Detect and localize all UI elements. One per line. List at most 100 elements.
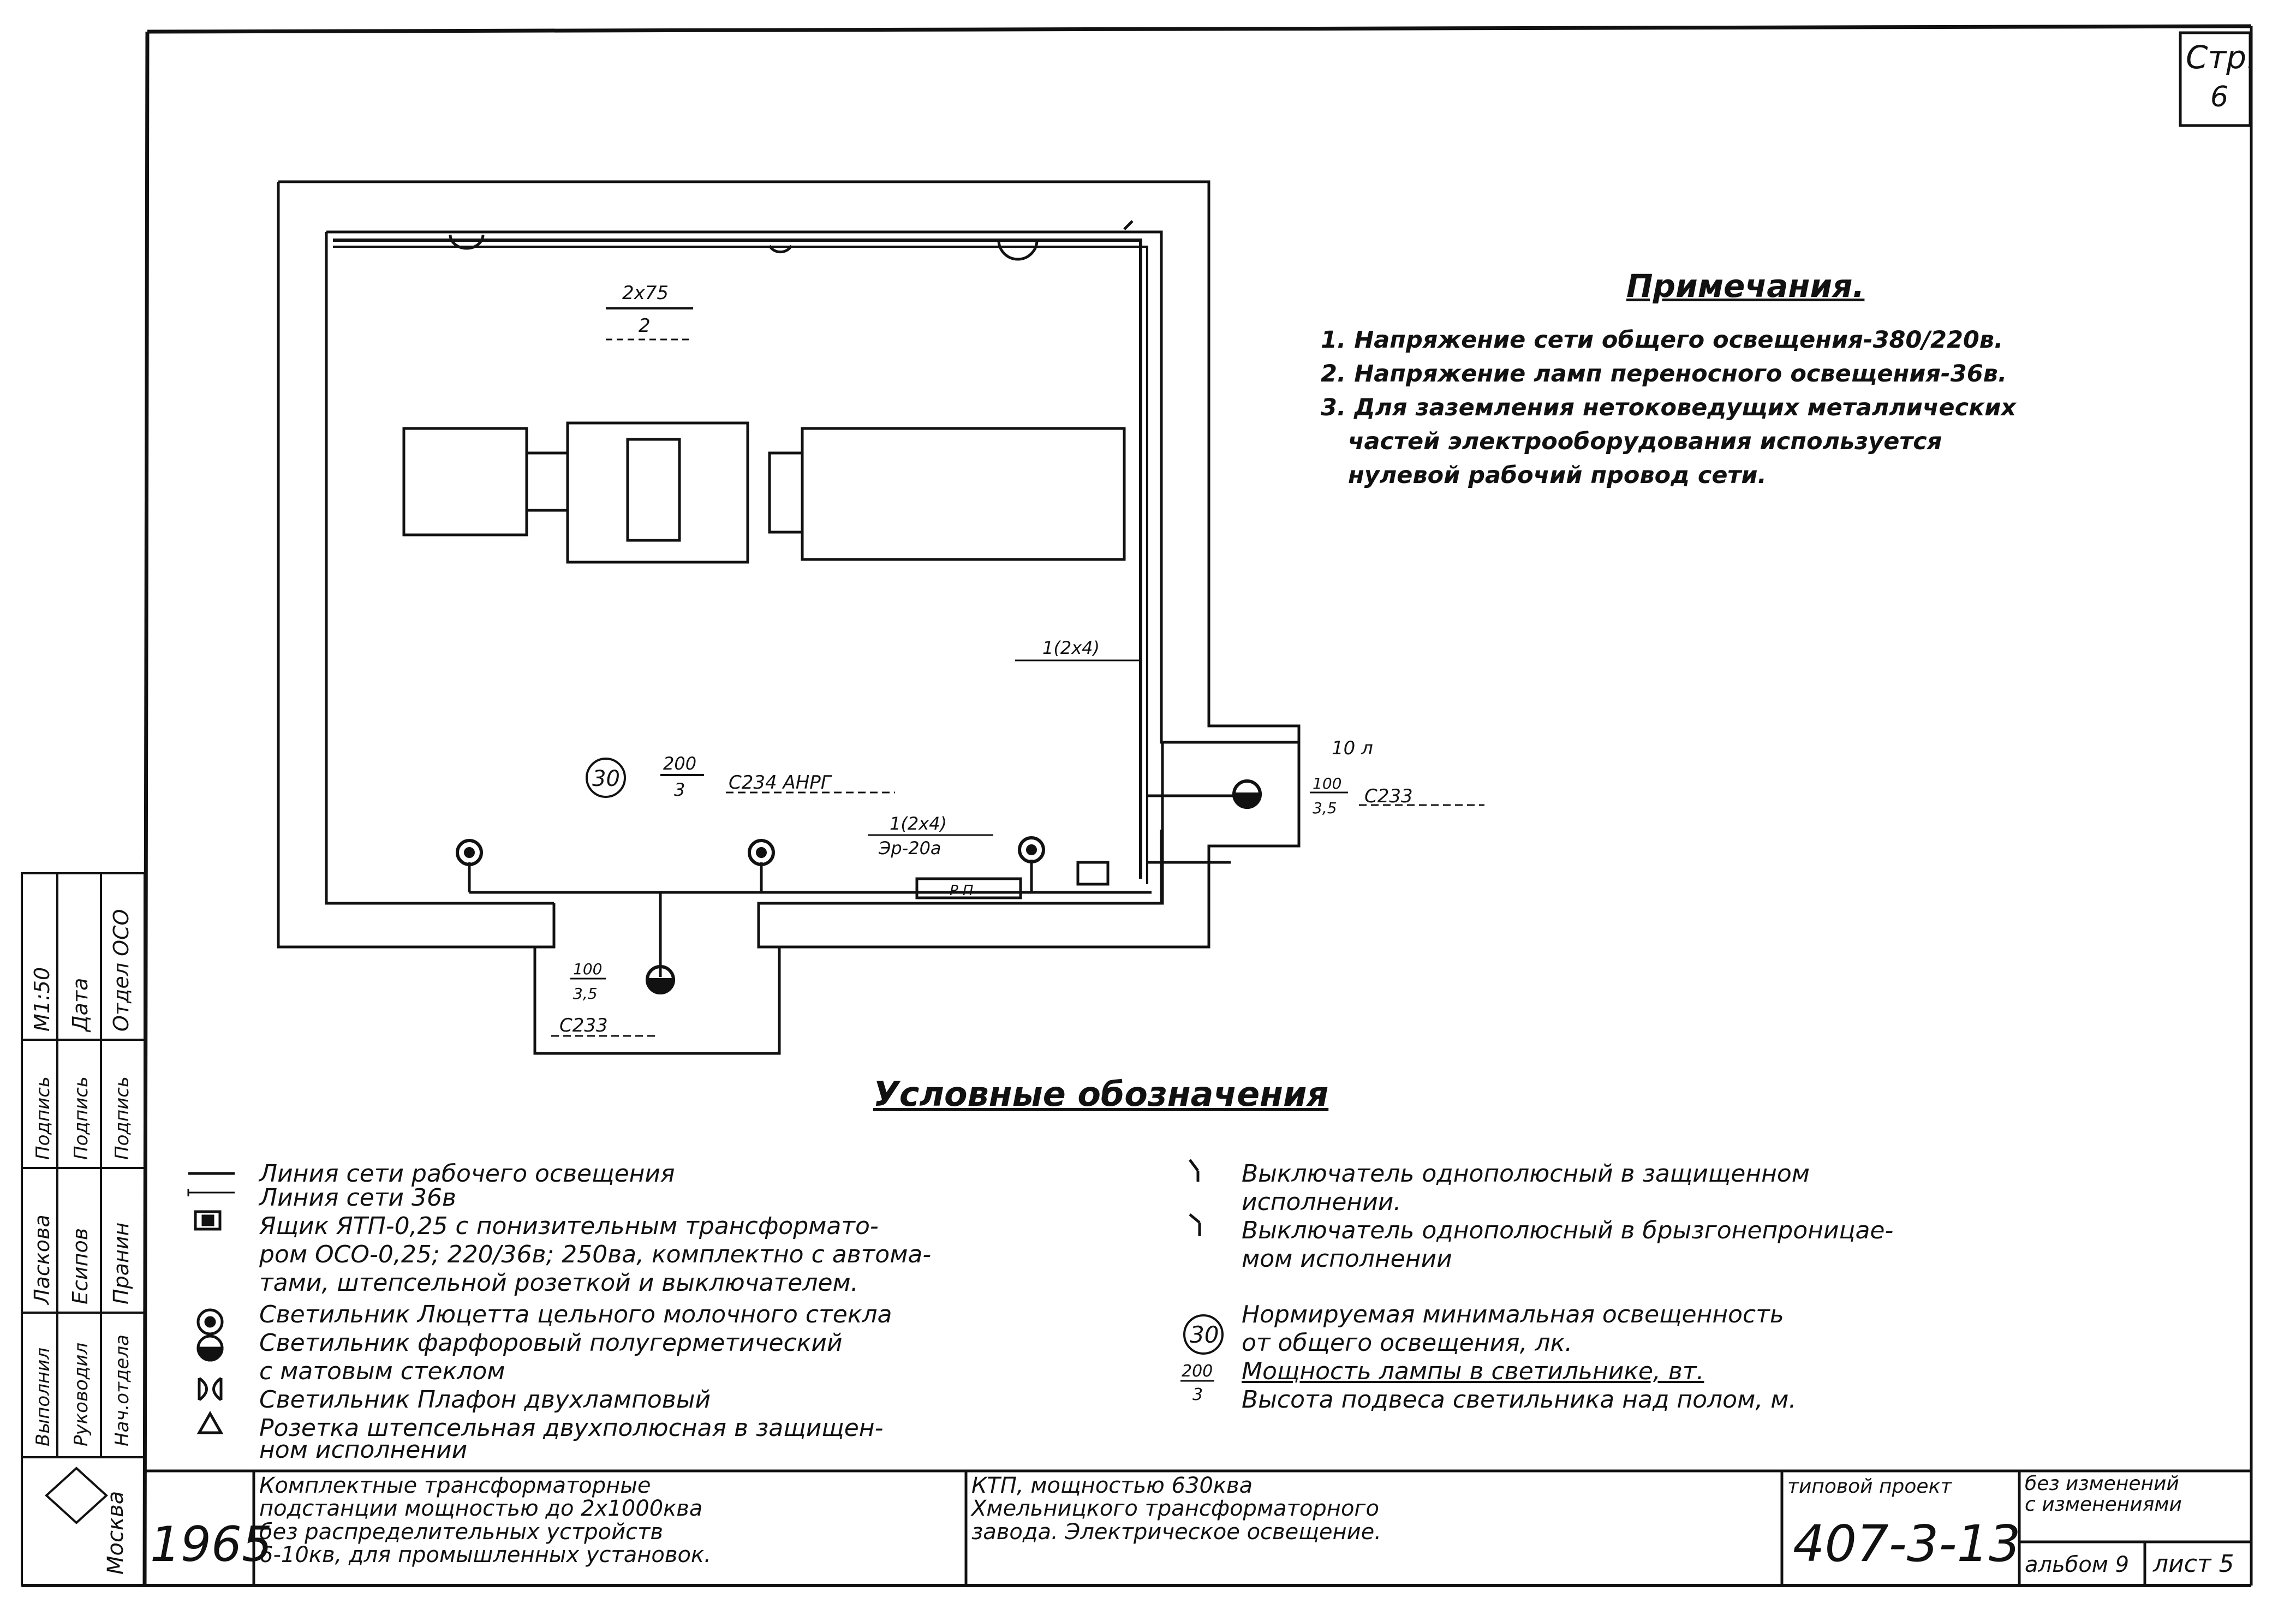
svg-text:30: 30 [592, 766, 620, 791]
svg-text:Руководил: Руководил [70, 1343, 92, 1446]
legend-frac-top: 200 [1182, 1362, 1213, 1381]
equipment-transformer-center [566, 421, 749, 564]
svg-text:2х75: 2х75 [622, 282, 669, 304]
equipment-switchgear [801, 427, 1126, 561]
svg-text:М1:50: М1:50 [30, 967, 54, 1032]
legend-item: Высота подвеса светильника над полом, м. [1242, 1386, 1797, 1414]
legend-item: Ящик ЯТП-0,25 с понизительным трансформа… [259, 1212, 879, 1240]
svg-text:Подпись: Подпись [32, 1076, 54, 1160]
legend-item: Светильник Люцетта цельного молочного ст… [259, 1301, 892, 1328]
legend-item: Нормируемая минимальная освещенность [1242, 1301, 1784, 1328]
svg-text:1(2х4): 1(2х4) [1042, 637, 1100, 658]
svg-text:200: 200 [663, 753, 696, 774]
title-block [145, 1469, 2251, 1586]
distribution-panel [915, 877, 1022, 899]
svg-text:Отдел ОСО: Отдел ОСО [109, 909, 133, 1032]
plan-lamps [456, 758, 1262, 994]
note-item: частей электрооборудования используется [1348, 428, 1942, 455]
note-item: 2. Напряжение ламп переносного освещения… [1321, 360, 2007, 388]
notes-title: Примечания. [1626, 267, 1865, 305]
wiring-top [333, 239, 1142, 879]
svg-text:Подпись: Подпись [70, 1076, 92, 1160]
svg-text:КТП, мощностью 630ква: КТП, мощностью 630ква [971, 1473, 1253, 1498]
notes: Примечания. 1. Напряжение сети общего ос… [1321, 267, 2249, 492]
illuminance-marker-icon [586, 758, 626, 798]
svg-text:альбом 9: альбом 9 [2025, 1552, 2129, 1577]
svg-text:Выполнил: Выполнил [32, 1348, 54, 1446]
note-item: 1. Напряжение сети общего освещения-380/… [1321, 326, 2003, 354]
annex-right [1209, 741, 1301, 848]
lamp-lucetta-icon [748, 839, 775, 866]
svg-text:с изменениями: с изменениями [2025, 1493, 2182, 1516]
svg-text:С233: С233 [1364, 785, 1413, 807]
page-label: Стр. [2186, 39, 2257, 76]
svg-text:6-10кв, для промышленных устан: 6-10кв, для промышленных установок. [259, 1542, 711, 1568]
svg-text:Эр-20а: Эр-20а [878, 838, 941, 859]
svg-text:100: 100 [573, 960, 602, 978]
outer-wall-left [277, 182, 556, 949]
svg-text:Дата: Дата [68, 978, 92, 1033]
side-stamp [21, 872, 146, 1587]
svg-text:Хмельницкого трансформаторного: Хмельницкого трансформаторного [970, 1496, 1379, 1521]
wiring-top-2 [333, 246, 1148, 884]
legend-item: мом исполнении [1242, 1245, 1452, 1273]
title-block-text: 1965 Комплектные трансформаторные подста… [150, 1473, 2234, 1578]
svg-text:типовой проект: типовой проект [1787, 1475, 1952, 1498]
legend-left: Линия сети рабочего освещения Линия сети… [259, 1160, 931, 1464]
svg-text:100: 100 [1313, 774, 1341, 792]
legend-item: Линия сети 36в [259, 1184, 456, 1212]
equipment-connector-right [768, 451, 804, 534]
year: 1965 [150, 1516, 272, 1572]
legend-item: Светильник Плафон двухламповый [259, 1386, 711, 1414]
svg-text:3: 3 [674, 779, 685, 800]
equipment-transformer-left [402, 427, 528, 537]
svg-text:без распределительных устройст: без распределительных устройств [259, 1519, 663, 1545]
svg-text:С234 АНРГ: С234 АНРГ [729, 772, 833, 794]
lamp-lucetta-icon [1018, 836, 1045, 863]
svg-text:Подпись: Подпись [111, 1076, 133, 1160]
legend-item: Выключатель однополюсный в защищенном [1242, 1160, 1810, 1188]
legend-item: Розетка штепсельная двухполюсная в защищ… [259, 1414, 884, 1442]
svg-text:1(2х4): 1(2х4) [890, 813, 947, 834]
svg-text:3,5: 3,5 [1313, 799, 1337, 817]
legend-item: Выключатель однополюсный в брызгонепрони… [1242, 1217, 1894, 1244]
inner-wall [325, 230, 1163, 905]
annex-bottom [533, 947, 781, 1055]
svg-text:Р П: Р П [950, 883, 974, 899]
legend-item: ном исполнении [259, 1436, 468, 1464]
svg-text:2: 2 [639, 315, 651, 337]
svg-text:Комплектные трансформаторные: Комплектные трансформаторные [259, 1473, 651, 1498]
equipment-connector-left [525, 451, 569, 512]
legend-symbols [187, 1159, 1224, 1434]
legend-item: исполнении. [1242, 1188, 1402, 1216]
lamp-lucetta-icon [456, 839, 483, 866]
transformer-box [1076, 861, 1110, 886]
svg-text:Нач.отдела: Нач.отдела [111, 1334, 133, 1446]
svg-text:лист 5: лист 5 [2152, 1550, 2234, 1578]
legend-item: от общего освещения, лк. [1242, 1329, 1573, 1357]
room-plan [277, 180, 1301, 1055]
legend-item: Светильник фарфоровый полугерметический [259, 1329, 843, 1357]
note-item: нулевой рабочий провод сети. [1348, 462, 1767, 489]
project-number: 407-3-13 [1793, 1515, 2021, 1573]
svg-text:без изменений: без изменений [2025, 1473, 2179, 1495]
equipment-center-window [626, 438, 681, 542]
note-item: 3. Для заземления нетоковедущих металлич… [1321, 394, 2017, 421]
svg-text:С233: С233 [559, 1015, 608, 1036]
page-number: 6 [2210, 81, 2228, 114]
plan-labels: 2х75 2 1(2х4) 30 200 3 С234 АНРГ 1(2х4) … [551, 282, 1484, 1037]
legend-item: с матовым стеклом [259, 1357, 505, 1385]
svg-text:Есипов: Есипов [68, 1228, 92, 1304]
svg-text:Пранин: Пранин [109, 1223, 133, 1304]
svg-text:Ласкова: Ласкова [30, 1214, 54, 1306]
legend-right: Выключатель однополюсный в защищенном ис… [1242, 1160, 1893, 1414]
svg-text:10 л: 10 л [1332, 737, 1373, 759]
side-stamp-text: Нач.отдела Пранин Подпись Отдел ОСО Руко… [30, 909, 133, 1575]
outer-wall [278, 180, 1301, 949]
legend-item: Линия сети рабочего освещения [259, 1160, 675, 1188]
legend-title: Условные обозначения [873, 1074, 1329, 1114]
svg-text:подстанции мощностью до 2х1000: подстанции мощностью до 2х1000ква [259, 1496, 702, 1521]
svg-text:3,5: 3,5 [573, 985, 598, 1003]
legend-item: ром ОСО-0,25; 220/36в; 250ва, комплектно… [259, 1241, 932, 1268]
